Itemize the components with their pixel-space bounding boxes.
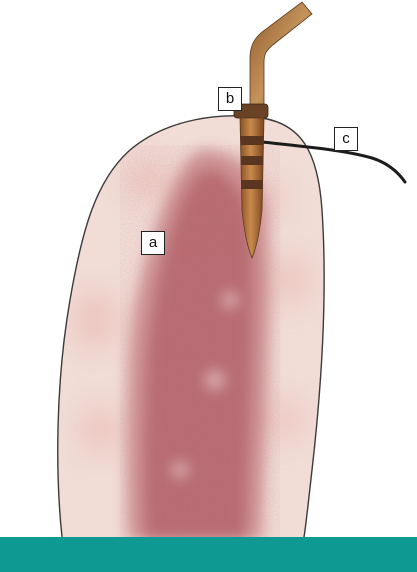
probe-band — [241, 156, 263, 165]
label-a: a — [141, 231, 165, 255]
label-c: c — [334, 127, 358, 151]
probe-band — [241, 136, 264, 145]
base-surface — [0, 537, 417, 572]
probe-band — [241, 180, 263, 189]
label-b: b — [218, 87, 242, 111]
probe-tube — [250, 2, 312, 112]
tissue-specimen-icon — [58, 116, 324, 545]
